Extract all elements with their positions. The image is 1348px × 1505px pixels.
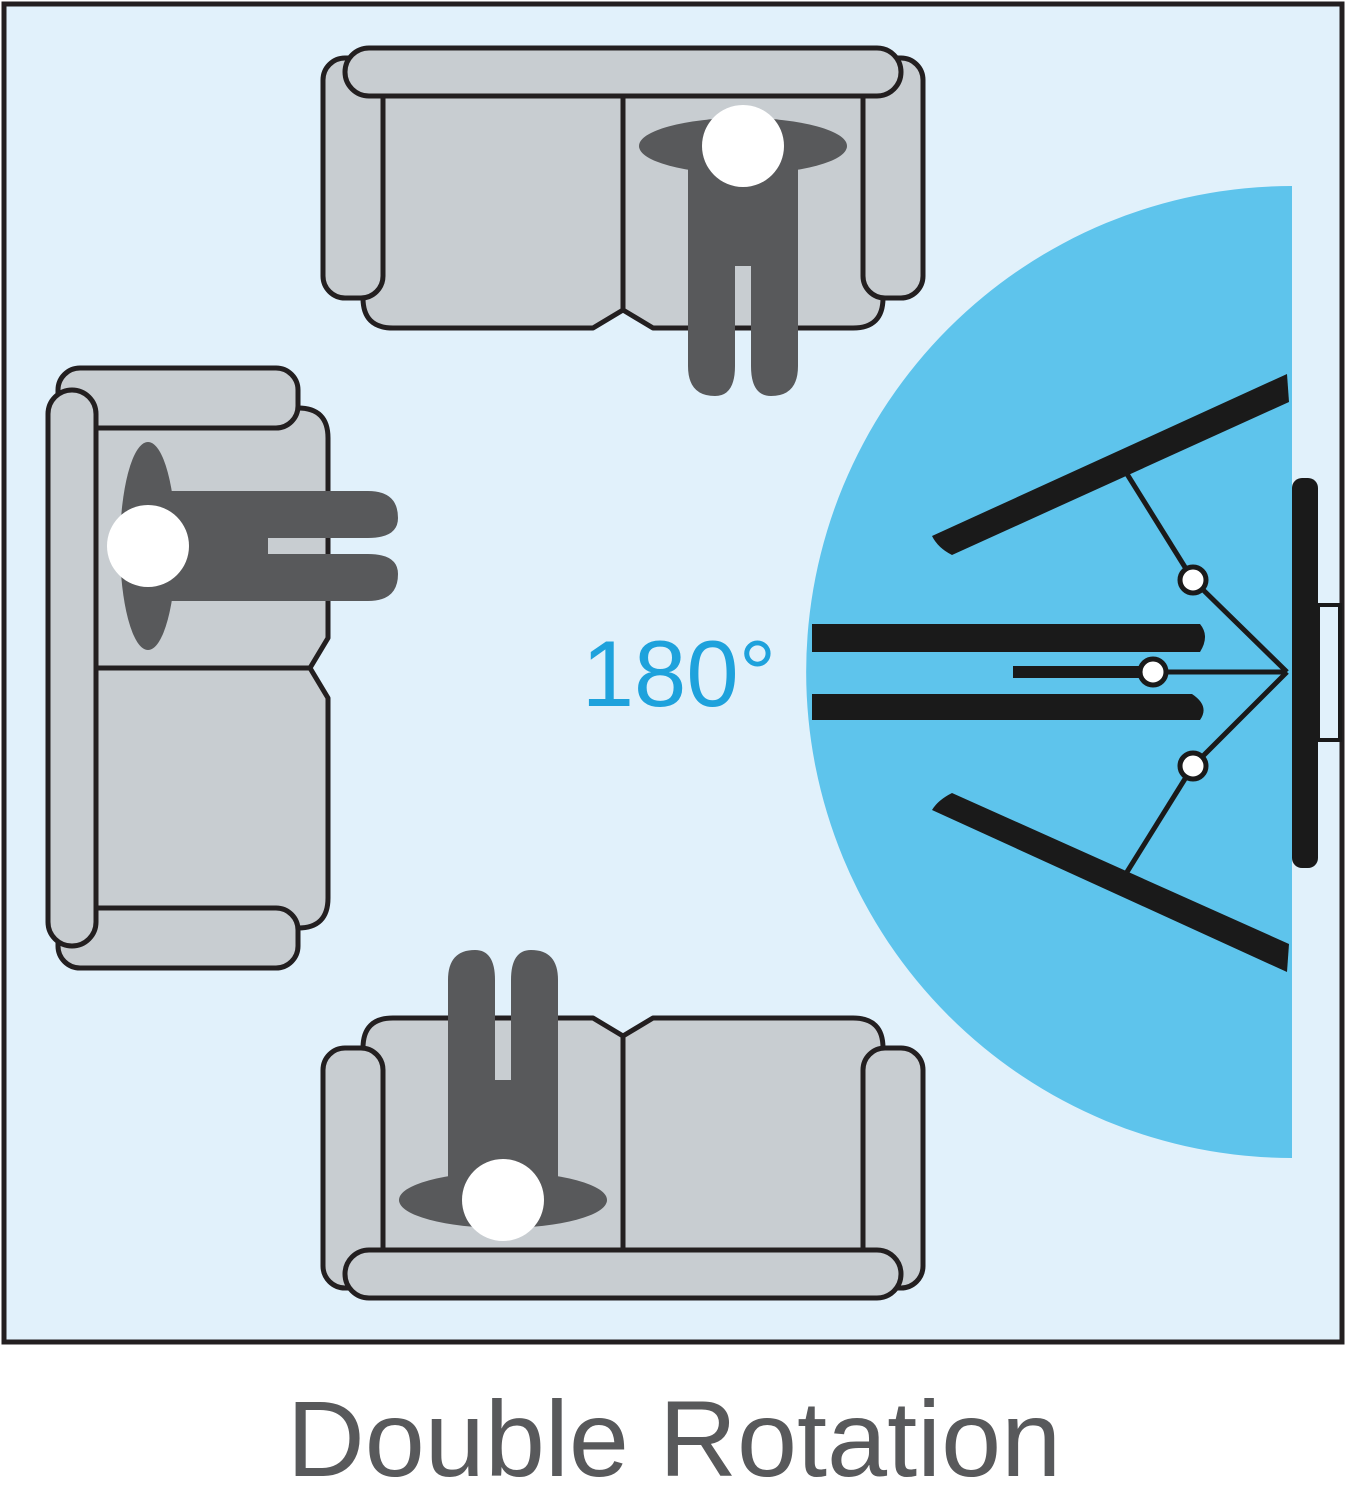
- tv-center-back: [812, 694, 1204, 720]
- wall-plate: [1292, 478, 1318, 868]
- angle-label: 180°: [582, 621, 776, 726]
- pivot-joint-upper: [1177, 564, 1209, 596]
- sofa-top: [323, 48, 923, 328]
- wall-bracket: [1316, 603, 1342, 742]
- pivot-joint-center: [1137, 656, 1169, 688]
- sofa-left: [48, 368, 328, 968]
- tv-rotated-down: [932, 793, 1289, 972]
- center-arm: [1013, 666, 1155, 678]
- sofa-bottom: [323, 1018, 923, 1298]
- caption-title: Double Rotation: [286, 1378, 1062, 1499]
- pivot-joint-lower: [1177, 750, 1209, 782]
- tv-rotated-up: [932, 374, 1289, 555]
- tv-center: [812, 624, 1205, 652]
